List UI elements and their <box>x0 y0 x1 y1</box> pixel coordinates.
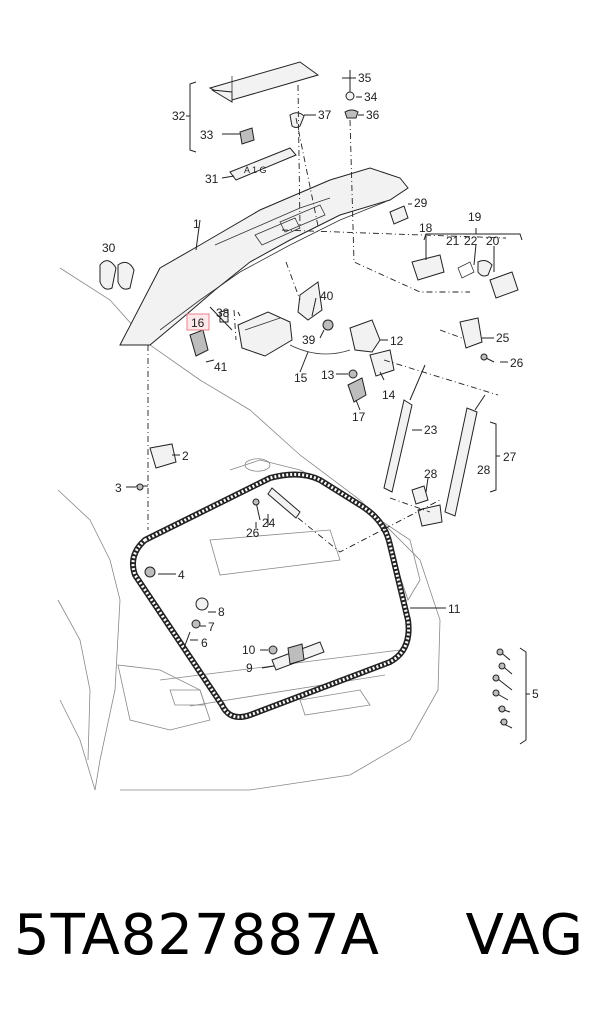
callout-5: 5 <box>532 687 539 701</box>
callout-26: 26 <box>510 356 524 370</box>
callout-26-b: 26 <box>246 526 260 540</box>
trunk-opening-seal <box>130 471 412 720</box>
tailgate-latch <box>289 319 395 403</box>
trunk-strap <box>252 487 301 521</box>
callout-41: 41 <box>214 360 228 374</box>
tailgate-panel <box>119 167 409 357</box>
callout-2: 2 <box>182 449 189 463</box>
callout-23: 23 <box>424 423 438 437</box>
callout-labels: 1 2 3 4 5 6 7 8 9 10 11 12 13 14 15 16 1… <box>102 71 539 701</box>
callout-36: 36 <box>366 108 380 122</box>
screw-set <box>492 648 513 729</box>
callout-24: 24 <box>262 516 276 530</box>
callout-12: 12 <box>390 334 404 348</box>
callout-22: 22 <box>464 234 478 248</box>
tailgate-handle-switches <box>411 254 519 299</box>
callout-6: 6 <box>201 636 208 650</box>
callout-11: 11 <box>448 602 461 616</box>
fastener-set-top <box>344 70 359 119</box>
callout-13: 13 <box>321 368 335 382</box>
callout-18: 18 <box>419 221 433 235</box>
lock-striker-plate <box>268 641 325 671</box>
rear-emblem: A 1 G <box>229 147 297 181</box>
callout-39: 39 <box>302 333 316 347</box>
callout-40: 40 <box>320 289 334 303</box>
callout-35: 35 <box>358 71 372 85</box>
callout-17: 17 <box>352 410 366 424</box>
callout-21: 21 <box>446 234 460 248</box>
callout-30: 30 <box>102 241 116 255</box>
assembly-lines <box>147 84 507 553</box>
callout-16-highlight <box>186 313 210 331</box>
rear-camera <box>389 205 409 225</box>
callout-16: 16 <box>191 316 205 330</box>
callout-27: 27 <box>503 450 517 464</box>
callout-9: 9 <box>246 661 253 675</box>
gas-struts <box>383 364 486 527</box>
callout-25: 25 <box>496 331 510 345</box>
buffer-parts <box>183 597 209 649</box>
lower-bracket-parts <box>136 443 177 578</box>
callout-31: 31 <box>205 172 219 186</box>
tailgate-lock-actuator <box>219 281 334 357</box>
callout-38: 38 <box>216 306 230 320</box>
callout-15: 15 <box>294 371 308 385</box>
leader-lines <box>126 77 508 669</box>
part-number: 5TA827887A <box>14 903 380 968</box>
callout-19: 19 <box>468 210 482 224</box>
grouping-brackets <box>186 81 530 745</box>
callout-28: 28 <box>477 463 491 477</box>
callout-28-b: 28 <box>424 467 438 481</box>
callout-3: 3 <box>115 481 122 495</box>
callout-10: 10 <box>242 643 256 657</box>
part-caption: 5TA827887A VAG <box>0 896 600 976</box>
callout-37: 37 <box>318 108 332 122</box>
brand-name: VAG <box>465 903 584 968</box>
callout-29: 29 <box>414 196 428 210</box>
callout-1: 1 <box>193 217 200 231</box>
callout-8: 8 <box>218 605 225 619</box>
callout-32: 32 <box>172 109 186 123</box>
svg-text:A 1 G: A 1 G <box>244 165 267 175</box>
callout-33: 33 <box>200 128 214 142</box>
side-trim-cover <box>99 260 135 290</box>
callout-34: 34 <box>364 90 378 104</box>
exploded-parts-diagram: A 1 G <box>57 61 539 791</box>
license-plate-bracket <box>208 61 320 145</box>
callout-14: 14 <box>382 388 396 402</box>
callout-7: 7 <box>208 620 215 634</box>
callout-4: 4 <box>178 568 185 582</box>
callout-20: 20 <box>486 234 500 248</box>
hinge-bracket <box>459 317 495 363</box>
